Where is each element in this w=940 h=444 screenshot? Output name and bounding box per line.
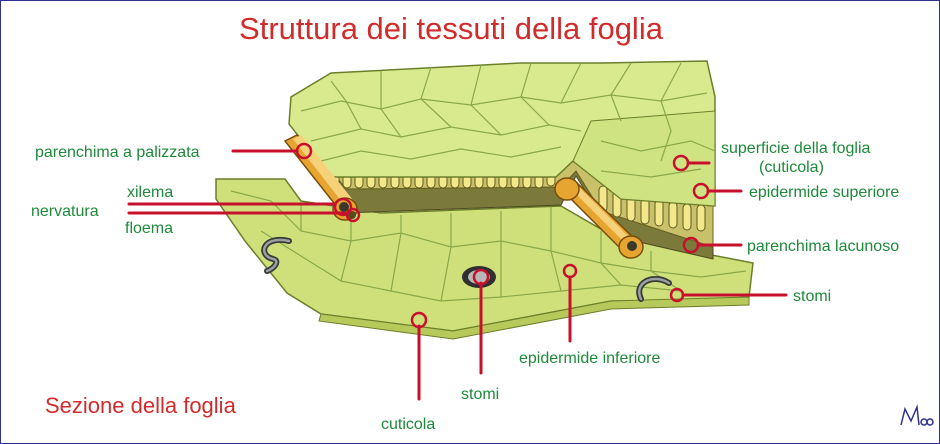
artist-signature xyxy=(900,404,934,426)
label-nervatura: nervatura xyxy=(31,203,99,220)
label-stomi-right: stomi xyxy=(793,288,831,305)
leaf-illustration xyxy=(215,60,754,340)
label-cuticola: cuticola xyxy=(381,416,435,433)
diagram-title: Struttura dei tessuti della foglia xyxy=(239,11,664,46)
label-xilema: xilema xyxy=(127,184,173,201)
right-vein xyxy=(554,177,644,259)
lower-epidermis-front-edge xyxy=(318,296,750,340)
label-superficie-foglia: superficie della foglia xyxy=(721,140,871,157)
diagram-caption: Sezione della foglia xyxy=(45,393,237,418)
upper-surface-step xyxy=(572,110,716,207)
stoma-center xyxy=(462,266,496,288)
epidermal-cell-network xyxy=(230,62,747,302)
label-stomi-bottom: stomi xyxy=(461,386,499,403)
label-floema: floema xyxy=(125,220,173,237)
label-epidermide-superiore: epidermide superiore xyxy=(749,184,899,201)
stoma-left xyxy=(261,236,292,274)
label-epidermide-inferiore: epidermide inferiore xyxy=(519,350,661,367)
label-parenchima-palizzata: parenchima a palizzata xyxy=(35,144,200,161)
leader-lines xyxy=(127,142,788,401)
label-parenchima-lacunoso: parenchima lacunoso xyxy=(747,238,899,255)
label-cuticola-paren: (cuticola) xyxy=(759,159,824,176)
stoma-right xyxy=(636,276,672,302)
